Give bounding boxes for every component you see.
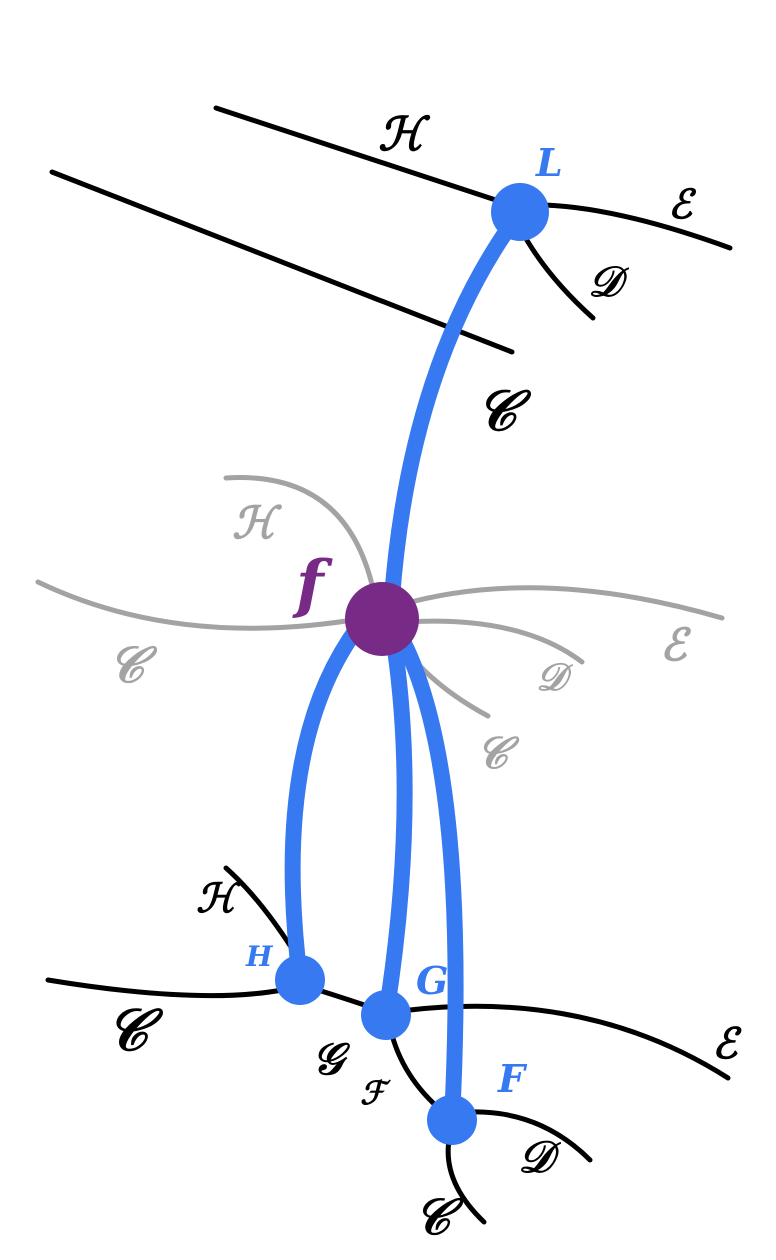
label-mid-f: f xyxy=(292,547,333,622)
node-L xyxy=(491,183,549,241)
label-bot-E: ℰ xyxy=(712,1019,742,1068)
label-mid-E: ℰ xyxy=(660,620,692,671)
label-bot-Hnode: H xyxy=(245,940,274,973)
label-bot-Gnode: G xyxy=(416,958,448,1003)
blue-path-l-to-f xyxy=(384,204,528,606)
gray-curve-e xyxy=(397,585,725,621)
label-bot-G: 𝒢 xyxy=(312,1034,351,1085)
blue-paths xyxy=(284,204,528,1128)
gray-curve-c xyxy=(35,579,368,631)
top-line-c xyxy=(49,169,515,355)
label-mid-C2: 𝒞 xyxy=(476,728,520,779)
label-top-E: ℰ xyxy=(668,181,697,228)
label-bot-C2: 𝒞 xyxy=(414,1187,464,1246)
bot-line-c2 xyxy=(445,1132,487,1225)
mid-gray-curves xyxy=(35,475,725,719)
label-top-L: L xyxy=(535,140,563,185)
gray-curve-h xyxy=(223,475,378,601)
node-G xyxy=(361,990,411,1040)
blue-path-f-to-g xyxy=(378,622,413,1023)
label-top-H: ℋ xyxy=(378,107,431,161)
label-bot-F: ℱ xyxy=(360,1074,391,1112)
top-line-d xyxy=(517,225,596,321)
bot-line-d xyxy=(467,1109,593,1163)
label-mid-H: ℋ xyxy=(232,498,283,549)
label-bot-C: 𝒞 xyxy=(106,996,164,1064)
label-top-C: 𝒞 xyxy=(476,378,532,444)
bot-line-c xyxy=(45,977,285,999)
label-bot-Fnode: F xyxy=(497,1056,528,1101)
label-top-D: 𝒟 xyxy=(588,257,630,306)
blue-path-f-to-h xyxy=(284,614,370,988)
bottom-black-curves xyxy=(45,865,731,1225)
node-f xyxy=(345,582,419,656)
gray-curve-d xyxy=(402,618,585,665)
blue-path-f-to-f xyxy=(390,624,464,1128)
label-bot-D: 𝒟 xyxy=(518,1132,562,1183)
node-F xyxy=(427,1095,477,1145)
top-line-e xyxy=(542,202,733,251)
node-H xyxy=(275,955,325,1005)
label-mid-C: 𝒞 xyxy=(108,635,158,694)
top-line-upper xyxy=(213,105,523,211)
label-mid-D: 𝒟 xyxy=(536,654,574,699)
label-bot-H: ℋ xyxy=(196,875,242,922)
